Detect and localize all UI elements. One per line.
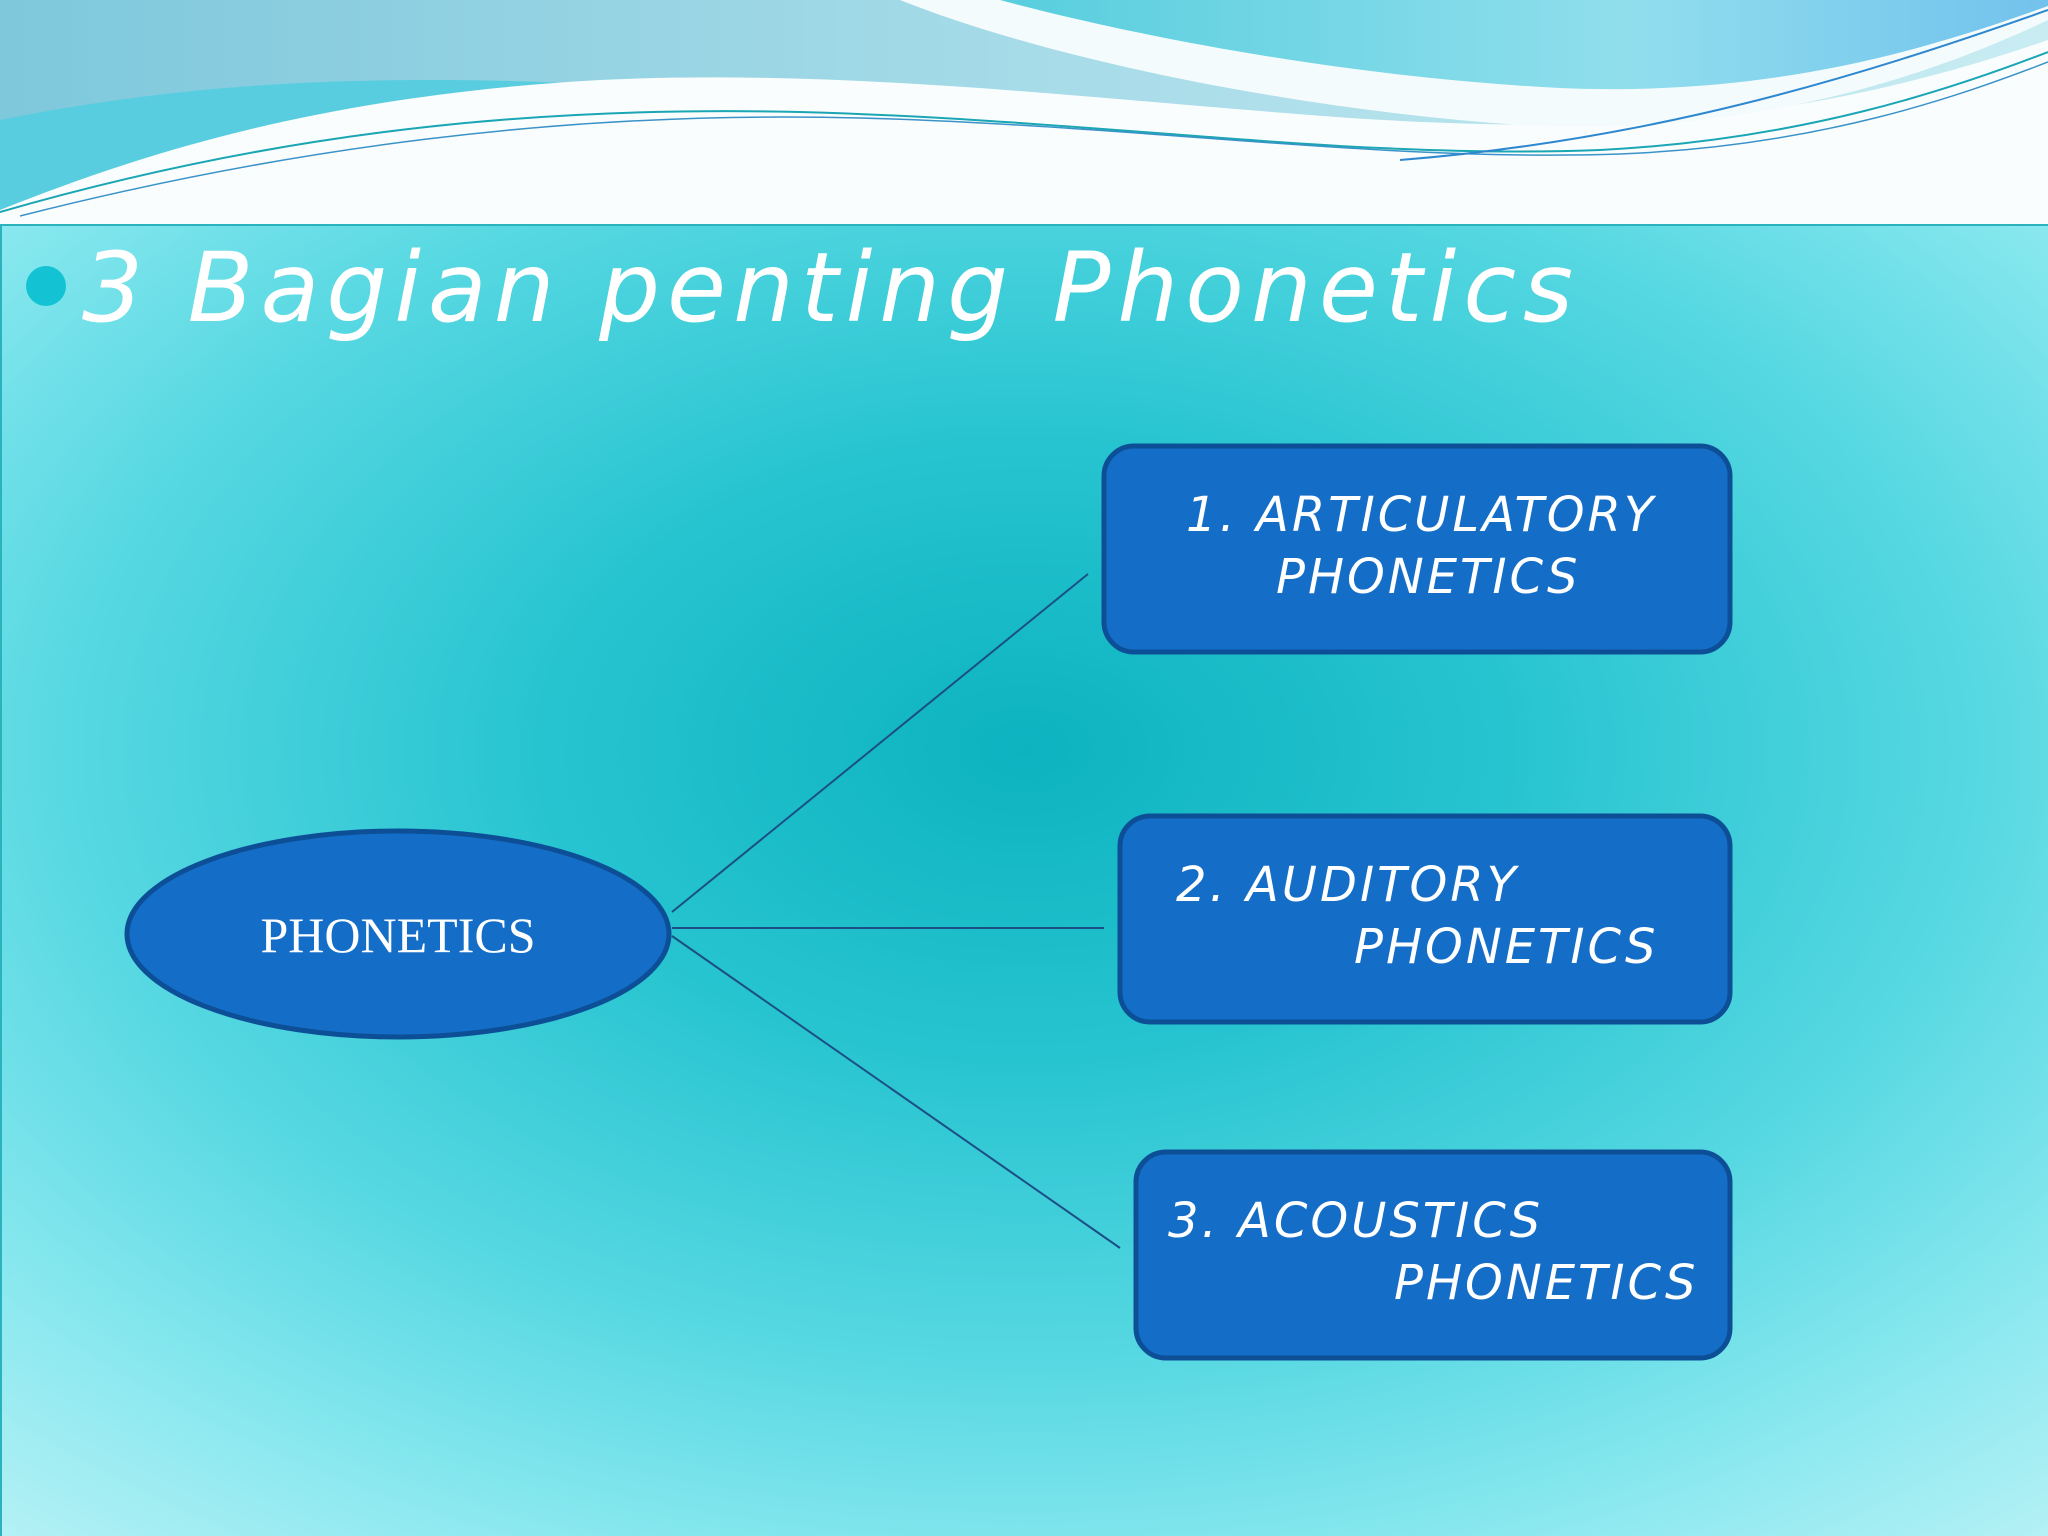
- slide-title: 3 Bagian penting Phonetics: [82, 232, 1581, 344]
- branch-label-3-line1: 3. ACOUSTICS: [1168, 1193, 1544, 1249]
- connector-line-1: [671, 573, 1089, 913]
- branch-label-1-line2: PHONETICS: [1276, 549, 1581, 605]
- branch-label-2-line1: 2. AUDITORY: [1176, 857, 1519, 913]
- branch-box-articulatory: [1101, 443, 1733, 655]
- branch-label-3-line2: PHONETICS: [1394, 1255, 1699, 1311]
- header-wave-banner: [0, 0, 2048, 224]
- branch-box-acoustics: [1133, 1149, 1733, 1361]
- connector-line-3: [671, 935, 1121, 1249]
- center-node: [124, 828, 672, 1040]
- branch-label-1-line1: 1. ARTICULATORY: [1186, 487, 1657, 543]
- branch-label-2-line2: PHONETICS: [1354, 919, 1659, 975]
- branch-box-auditory: [1117, 813, 1733, 1025]
- center-node-label: PHONETICS: [260, 907, 536, 963]
- wave-decoration: [0, 0, 2048, 224]
- bullet-icon: [26, 266, 66, 306]
